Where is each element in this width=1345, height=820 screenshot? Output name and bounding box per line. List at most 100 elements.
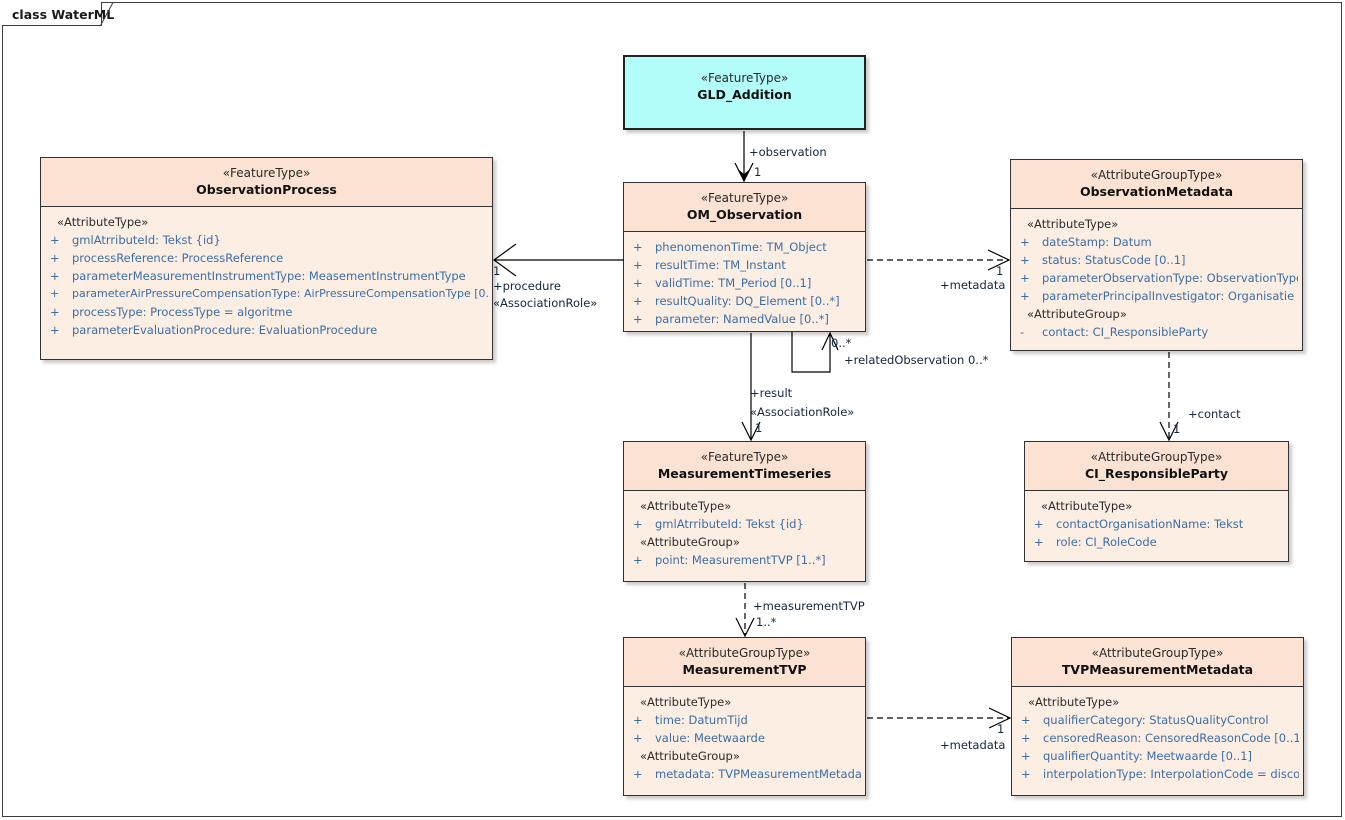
attribute-signature: resultQuality: DQ_Element [0..*] bbox=[655, 294, 840, 308]
attribute-group-label: «AttributeType» bbox=[640, 499, 732, 513]
class-name: MeasurementTimeseries bbox=[657, 466, 832, 481]
class-stereotype: «AttributeGroupType» bbox=[1090, 450, 1223, 464]
diagram-title: class WaterML bbox=[12, 7, 115, 22]
attribute-row: + status: StatusCode [0..1] bbox=[1015, 251, 1298, 269]
connector-label-tvp-metadata-role: +metadata bbox=[940, 738, 1006, 752]
connector-label-procedure-stereotype: «AssociationRole» bbox=[493, 296, 598, 310]
connector-label-tvp-metadata-mult: 1 bbox=[997, 722, 1005, 736]
class-name: ObservationMetadata bbox=[1079, 184, 1234, 199]
attribute-row: + qualifierCategory: StatusQualityContro… bbox=[1016, 711, 1299, 729]
attribute-row: + gmlAtrributeId: Tekst {id} bbox=[628, 515, 861, 533]
attribute-row: + gmlAtrributeId: Tekst {id} bbox=[45, 231, 488, 249]
visibility: + bbox=[633, 240, 643, 254]
class-stereotype: «AttributeGroupType» bbox=[678, 646, 811, 660]
visibility: + bbox=[633, 276, 643, 290]
class-header: «AttributeGroupType» TVPMeasurementMetad… bbox=[1012, 638, 1303, 687]
visibility: + bbox=[1021, 731, 1031, 745]
attribute-group-label: «AttributeType» bbox=[1028, 695, 1120, 709]
visibility: + bbox=[50, 269, 60, 283]
class-name: ObservationProcess bbox=[196, 182, 337, 197]
class-header: «FeatureType» MeasurementTimeseries bbox=[624, 442, 865, 491]
attribute-signature: resultTime: TM_Instant bbox=[655, 258, 786, 272]
class-measurement-timeseries[interactable]: «FeatureType» MeasurementTimeseries «Att… bbox=[623, 441, 866, 582]
class-tvp-measurement-metadata[interactable]: «AttributeGroupType» TVPMeasurementMetad… bbox=[1011, 637, 1304, 796]
visibility: + bbox=[50, 233, 60, 247]
connector-label-observation-mult: 1 bbox=[754, 165, 762, 179]
class-attributes: «AttributeType» + qualifierCategory: Sta… bbox=[1012, 687, 1303, 791]
connector-procedure bbox=[492, 243, 624, 277]
attribute-group-label: «AttributeGroup» bbox=[1027, 307, 1127, 321]
connector-label-measurement-tvp-mult: 1..* bbox=[756, 615, 777, 629]
class-stereotype: «AttributeGroupType» bbox=[1091, 646, 1224, 660]
visibility: + bbox=[1034, 535, 1044, 549]
class-stereotype: «FeatureType» bbox=[700, 191, 789, 205]
class-gld-addition[interactable]: «FeatureType» GLD_Addition bbox=[623, 55, 866, 130]
attribute-signature: contactOrganisationName: Tekst bbox=[1056, 517, 1244, 531]
attribute-row: + parameterObservationType: ObservationT… bbox=[1015, 269, 1298, 287]
class-name: CI_ResponsibleParty bbox=[1084, 466, 1229, 481]
connector-label-measurement-tvp-role: +measurementTVP bbox=[753, 599, 865, 613]
visibility: + bbox=[50, 323, 60, 337]
class-header: «FeatureType» GLD_Addition bbox=[625, 57, 864, 111]
attribute-signature: metadata: TVPMeasurementMetadata bbox=[655, 767, 861, 781]
attribute-signature: phenomenonTime: TM_Object bbox=[655, 240, 827, 254]
attribute-row: + role: CI_RoleCode bbox=[1029, 533, 1284, 551]
connector-label-result-mult: 1 bbox=[755, 421, 763, 435]
class-om-observation[interactable]: «FeatureType» OM_Observation + phenomeno… bbox=[623, 182, 866, 332]
class-attributes: + phenomenonTime: TM_Object + resultTime… bbox=[624, 232, 865, 336]
class-observation-metadata[interactable]: «AttributeGroupType» ObservationMetadata… bbox=[1010, 159, 1303, 351]
class-header: «FeatureType» ObservationProcess bbox=[41, 158, 492, 207]
class-name: TVPMeasurementMetadata bbox=[1061, 662, 1254, 677]
connector-label-procedure-role: +procedure bbox=[493, 279, 561, 293]
class-attributes: «AttributeType» + contactOrganisationNam… bbox=[1025, 491, 1288, 559]
visibility: + bbox=[50, 305, 60, 319]
attribute-signature: qualifierQuantity: Meetwaarde [0..1] bbox=[1043, 749, 1253, 763]
attribute-row: + resultQuality: DQ_Element [0..*] bbox=[628, 292, 861, 310]
attribute-signature: point: MeasurementTVP [1..*] bbox=[655, 553, 826, 567]
attribute-row: + resultTime: TM_Instant bbox=[628, 256, 861, 274]
attribute-row: + parameterMeasurementInstrumentType: Me… bbox=[45, 267, 488, 285]
connector-label-result-stereotype: «AssociationRole» bbox=[750, 405, 855, 419]
connector-label-contact-role: +contact bbox=[1188, 407, 1241, 421]
connector-label-obs-metadata-role: +metadata bbox=[940, 278, 1006, 292]
visibility: + bbox=[633, 767, 643, 781]
connector-measurement-tvp bbox=[735, 583, 755, 638]
class-attributes: «AttributeType» + gmlAtrributeId: Tekst … bbox=[41, 207, 492, 347]
class-observation-process[interactable]: «FeatureType» ObservationProcess «Attrib… bbox=[40, 157, 493, 360]
attribute-signature: contact: CI_ResponsibleParty bbox=[1042, 325, 1209, 339]
attribute-signature: parameterObservationType: ObservationTyp… bbox=[1042, 271, 1298, 285]
visibility: + bbox=[1020, 235, 1030, 249]
diagram-tab-corner bbox=[100, 2, 126, 26]
class-stereotype: «AttributeGroupType» bbox=[1090, 168, 1223, 182]
visibility: - bbox=[1020, 325, 1025, 339]
visibility: + bbox=[1034, 517, 1044, 531]
connector-label-result-role: +result bbox=[750, 386, 793, 400]
attribute-group-label: «AttributeType» bbox=[57, 215, 149, 229]
connector-label-related-observation-role: +relatedObservation 0..* bbox=[844, 353, 989, 367]
visibility: + bbox=[633, 731, 643, 745]
class-name: GLD_Addition bbox=[697, 87, 792, 102]
attribute-group-label: «AttributeType» bbox=[1041, 499, 1133, 513]
class-stereotype: «FeatureType» bbox=[700, 71, 789, 85]
class-ci-responsible-party[interactable]: «AttributeGroupType» CI_ResponsibleParty… bbox=[1024, 441, 1289, 562]
visibility: + bbox=[1020, 253, 1030, 267]
visibility: + bbox=[1021, 713, 1031, 727]
attribute-signature: processReference: ProcessReference bbox=[72, 251, 284, 265]
visibility: + bbox=[633, 294, 643, 308]
class-measurement-tvp[interactable]: «AttributeGroupType» MeasurementTVP «Att… bbox=[623, 637, 866, 796]
attribute-signature: role: CI_RoleCode bbox=[1056, 535, 1157, 549]
visibility: + bbox=[633, 713, 643, 727]
attribute-group-label: «AttributeType» bbox=[640, 695, 732, 709]
visibility: + bbox=[633, 517, 643, 531]
attribute-signature: interpolationType: InterpolationCode = d… bbox=[1043, 767, 1299, 781]
attribute-group-label: «AttributeGroup» bbox=[640, 535, 740, 549]
class-attributes: «AttributeType» + dateStamp: Datum + sta… bbox=[1011, 209, 1302, 349]
visibility: + bbox=[633, 312, 643, 326]
class-attributes: «AttributeType» + gmlAtrributeId: Tekst … bbox=[624, 491, 865, 577]
attribute-group-label: «AttributeGroup» bbox=[640, 749, 740, 763]
visibility: + bbox=[50, 251, 60, 265]
attribute-row: + time: DatumTijd bbox=[628, 711, 861, 729]
attribute-signature: parameterAirPressureCompensationType: Ai… bbox=[72, 287, 488, 300]
connector-tvp-metadata bbox=[867, 707, 1012, 729]
